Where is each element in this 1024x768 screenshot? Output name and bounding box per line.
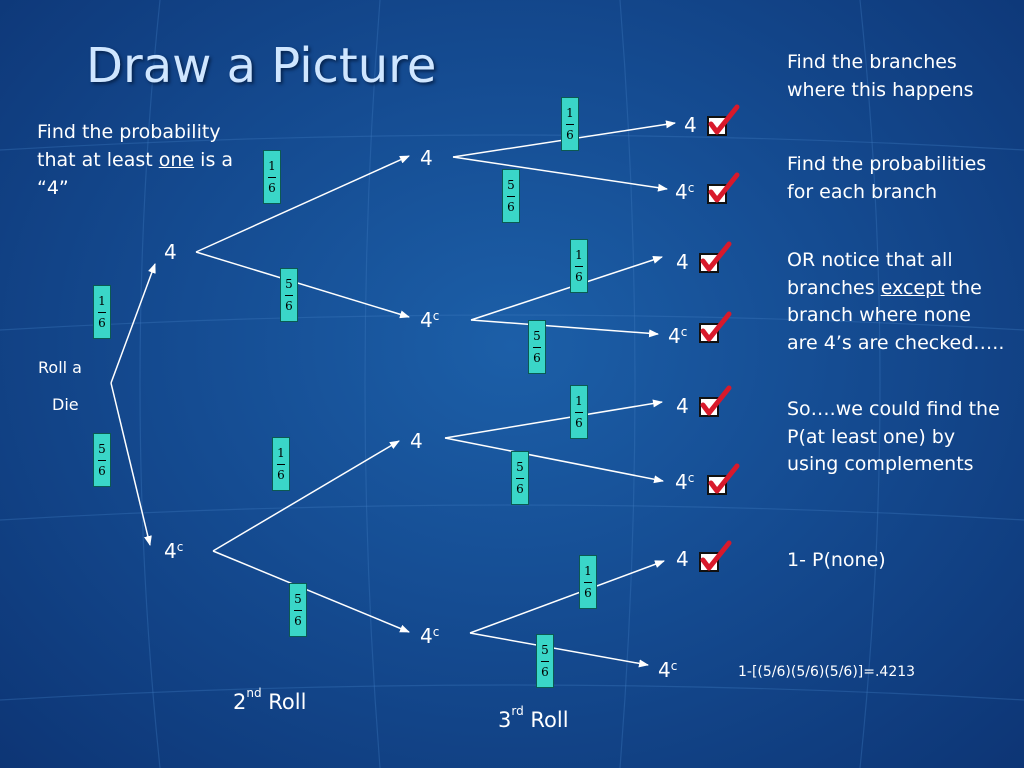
- check-mark-icon: [707, 104, 740, 136]
- note-formula: 1- P(none): [787, 549, 886, 571]
- branch-4-to-4c: [195, 251, 410, 319]
- prompt-text-part1: Find the probability that at least: [37, 121, 221, 171]
- branch-4c-to-4c: [212, 550, 410, 633]
- node-roll1-not-four: 4c: [164, 539, 184, 563]
- node-roll3-4: 4c: [668, 324, 688, 348]
- node-roll2-3: 4: [410, 429, 423, 453]
- note-find-probabilities: Find the probabilities for each branch: [787, 153, 987, 203]
- check-mark-icon: [699, 311, 732, 343]
- branch-d-to-4c: [469, 632, 649, 668]
- branch-4-to-4: [195, 155, 410, 253]
- node-roll2-2: 4c: [420, 308, 440, 332]
- check-mark-icon: [707, 463, 740, 495]
- axis-label-third-roll: 3rd Roll: [498, 704, 569, 732]
- note-complements: So….we could find the P(at least one) by…: [787, 398, 1000, 475]
- roll-label-line1: Roll a: [38, 358, 82, 377]
- branch-root-to-4: [110, 263, 156, 384]
- answer-computation: 1-[(5/6)(5/6)(5/6)]=.4213: [738, 664, 916, 680]
- node-roll3-8: 4c: [658, 658, 678, 682]
- branch-b-to-4c: [470, 319, 659, 338]
- branch-c-to-4c: [444, 437, 664, 484]
- node-roll3-5: 4: [676, 394, 689, 418]
- node-roll1-four: 4: [164, 240, 177, 264]
- node-roll3-7: 4: [676, 547, 689, 571]
- branch-a-to-4c: [452, 156, 668, 192]
- branch-root-to-4c: [110, 382, 152, 546]
- note-notice: OR notice that all branches except the b…: [787, 249, 1005, 354]
- slide-title: Draw a Picture: [86, 38, 437, 94]
- branch-b-to-4: [470, 256, 663, 321]
- check-mark-icon: [699, 241, 732, 273]
- node-roll3-1: 4: [684, 113, 697, 137]
- node-roll3-2: 4c: [675, 180, 695, 204]
- check-mark-icon: [707, 172, 740, 204]
- prompt-text-part2: is a “4”: [37, 149, 234, 199]
- branch-4c-to-4: [212, 440, 400, 552]
- axis-label-second-roll: 2nd Roll: [233, 686, 307, 714]
- prompt-emphasis: one: [158, 149, 195, 171]
- node-roll2-1: 4: [420, 146, 433, 170]
- branch-c-to-4: [444, 399, 663, 439]
- node-roll2-4: 4c: [420, 624, 440, 648]
- problem-prompt: Find the probability that at least one i…: [37, 118, 237, 202]
- node-roll3-3: 4: [676, 250, 689, 274]
- branch-d-to-4: [469, 560, 665, 634]
- check-mark-icon: [699, 385, 732, 417]
- roll-label-line2: Die: [52, 395, 79, 414]
- check-mark-icon: [699, 540, 732, 572]
- node-roll3-6: 4c: [675, 470, 695, 494]
- note-find-branches: Find the branches where this happens: [787, 51, 974, 101]
